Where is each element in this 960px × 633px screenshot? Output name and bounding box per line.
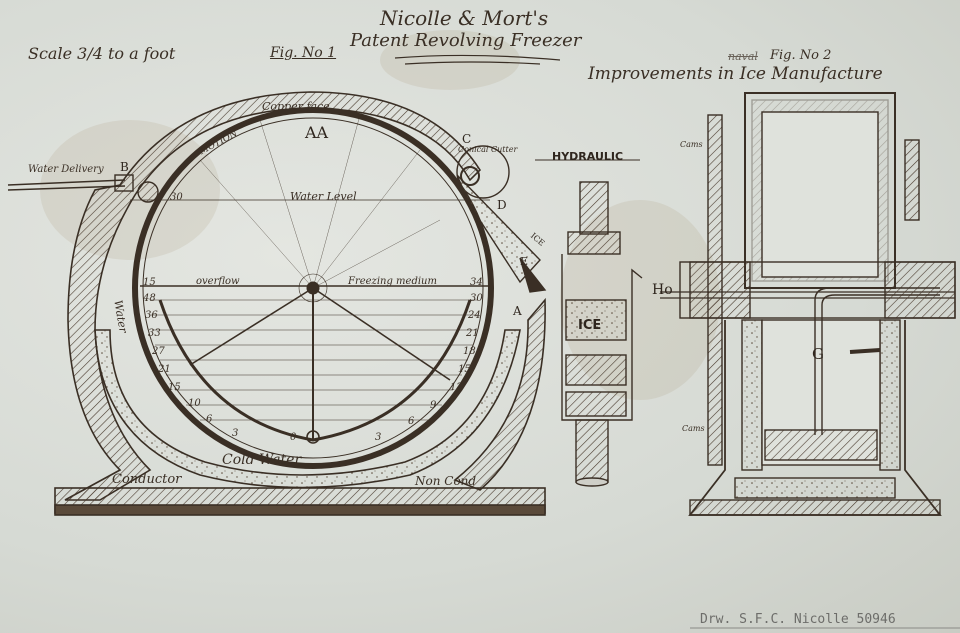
label-cams-top: Cams: [680, 140, 703, 149]
title-makers: Nicolle & Mort's: [380, 6, 549, 30]
label-copper-face: Copper face: [262, 100, 330, 113]
scale-mark: 48: [143, 293, 156, 304]
hydraulic-label: HYDRAULIC: [552, 150, 624, 163]
fig1-label: Fig. No 1: [270, 45, 337, 61]
label-b: B: [120, 160, 129, 174]
scale-mark: 15: [168, 382, 181, 393]
label-aa: AA: [305, 123, 329, 142]
label-cams-bottom: Cams: [682, 424, 705, 433]
scale-mark: 3: [375, 432, 382, 443]
label-d: D: [497, 198, 507, 212]
scale-mark: 21: [158, 364, 171, 375]
scale-mark: 6: [206, 414, 213, 425]
scale-mark: 12: [450, 382, 463, 393]
label-cold-water: Cold Water: [222, 452, 302, 468]
scale-mark: 9: [430, 400, 437, 411]
fig2-apparatus: [660, 92, 956, 516]
label-nonconductor: Non Cond: [415, 474, 477, 488]
fig1-cutter: [456, 145, 547, 293]
fig1-wheel: [130, 107, 494, 469]
title-patent: Patent Revolving Freezer: [350, 30, 582, 51]
scale-mark: 30: [170, 192, 183, 203]
hydraulic-ice: ICE: [578, 318, 602, 333]
fig1-water-pipe: [7, 174, 159, 203]
fig2-struck-word: naval: [728, 50, 758, 63]
scale-mark: 0: [290, 432, 297, 443]
label-water-level: Water Level: [290, 190, 357, 203]
scale-mark: 15: [143, 277, 156, 288]
label-e: E: [520, 255, 529, 268]
label-c: C: [462, 132, 472, 146]
archive-reference: Drw. S.F.C. Nicolle 50946: [700, 612, 896, 627]
label-a: A: [513, 304, 522, 318]
scale-mark: 6: [408, 416, 415, 427]
label-conical-cutter: Conical Cutter: [458, 145, 518, 154]
scale-mark: 15: [458, 364, 471, 375]
hydraulic-press: [535, 159, 643, 487]
title-underline: [394, 54, 561, 65]
scale-mark: 36: [145, 310, 158, 321]
scale-note: Scale 3/4 to a foot: [28, 44, 176, 63]
scale-mark: 33: [148, 328, 161, 339]
scale-mark: 27: [152, 346, 165, 357]
fig2-heading: Improvements in Ice Manufacture: [588, 64, 883, 84]
fig2-heading-text: Improvements in Ice Manufacture: [588, 64, 883, 84]
fig2-label: Fig. No 2: [770, 48, 832, 63]
scale-mark: 3: [232, 428, 239, 439]
scale-mark: 34: [470, 277, 483, 288]
scale-mark: 18: [463, 346, 476, 357]
scale-mark: 30: [470, 293, 483, 304]
label-ho: Ho: [652, 282, 673, 298]
scale-mark: 24: [468, 310, 481, 321]
scale-mark: 10: [188, 398, 201, 409]
label-conductor: Conductor: [112, 472, 182, 487]
label-freezing-medium: Freezing medium: [348, 276, 437, 287]
label-water-delivery: Water Delivery: [28, 164, 104, 175]
scale-mark: 21: [466, 328, 479, 339]
label-g: G: [812, 345, 824, 363]
fig1-casing: [54, 91, 546, 516]
label-overflow: overflow: [196, 276, 240, 287]
paper-stain: [380, 30, 520, 90]
